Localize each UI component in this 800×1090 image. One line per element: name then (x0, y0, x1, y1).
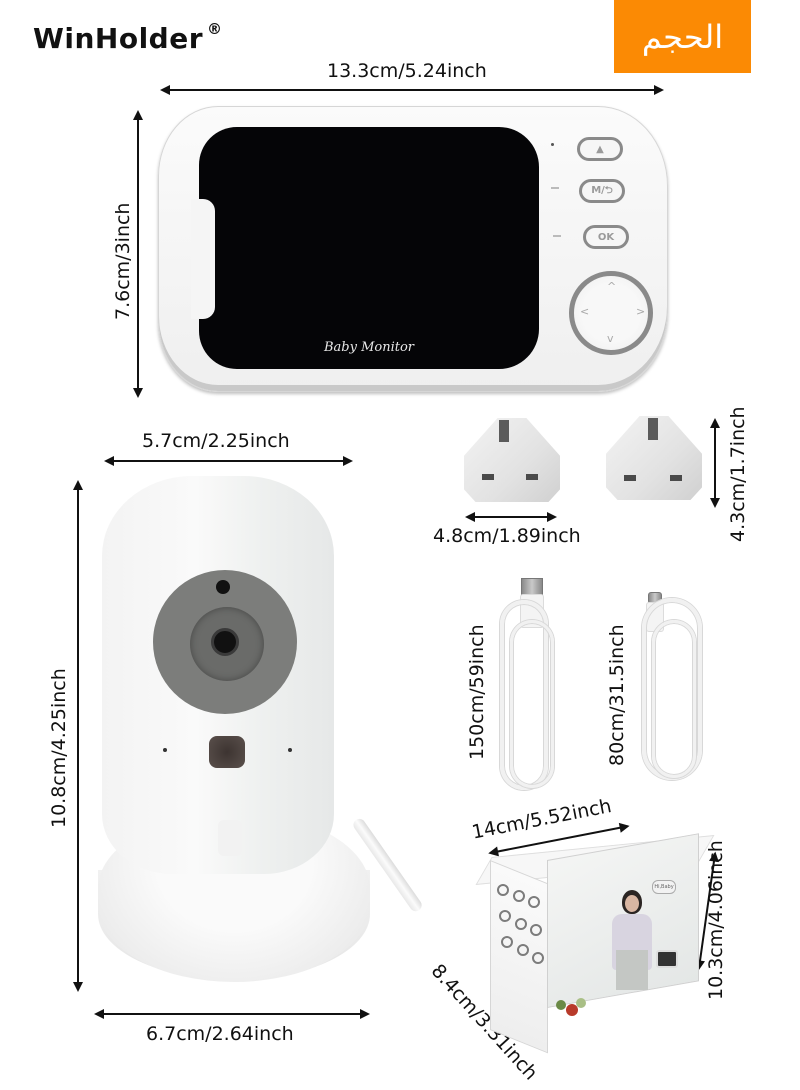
usb-a-cable (500, 600, 548, 790)
adapter-height-label: 4.3cm/1.7inch (727, 406, 749, 542)
camera-width-label: 5.7cm/2.25inch (142, 430, 290, 452)
power-led (553, 235, 561, 237)
feature-icon (501, 936, 513, 948)
up-arrow-icon[interactable]: ^ (607, 280, 617, 293)
adapter-1-pin-right (526, 474, 538, 480)
adapter-width-arrow (465, 512, 557, 522)
camera-lens-icon (211, 628, 239, 656)
greens-image (556, 1000, 566, 1010)
monitor-height-label: 7.6cm/3inch (112, 202, 134, 320)
menu-back-label: M/⮌ (591, 184, 613, 196)
camera-neck (218, 820, 242, 856)
tomato-image (566, 1004, 578, 1016)
woman-face (625, 895, 639, 912)
ir-sensor (216, 580, 230, 594)
feature-icon (528, 896, 540, 908)
adapter-2-pin-right (670, 475, 682, 481)
adapter-1-earth-pin (499, 420, 509, 442)
woman-apron (616, 950, 648, 990)
adapter-2-earth-pin (648, 418, 658, 440)
box-monitor-image (656, 950, 678, 968)
usb-c-cable-loop (652, 620, 696, 778)
camera-width-arrow (104, 456, 353, 466)
left-arrow-icon[interactable]: < (580, 305, 590, 318)
status-led (551, 187, 559, 189)
box-length-label: 14cm/5.52inch (470, 794, 614, 844)
registered-mark: ® (207, 20, 223, 38)
brand-name: WinHolder (33, 22, 204, 55)
box-photo-woman (608, 890, 656, 1000)
mic-pin-right (288, 748, 292, 752)
menu-back-button[interactable]: M/⮌ (579, 179, 625, 203)
screen-label: Baby Monitor (323, 340, 415, 355)
feature-icon (499, 910, 511, 922)
dpad[interactable]: ^ v < > (569, 271, 653, 355)
adapter-height-arrow (710, 418, 720, 508)
microphone-icon: ▲ (596, 143, 604, 155)
brand-logo: WinHolder® (33, 20, 223, 55)
usb-c-cable (642, 598, 702, 780)
size-badge: الحجم (614, 0, 751, 73)
talk-button[interactable]: ▲ (577, 137, 623, 161)
feature-icon (497, 884, 509, 896)
monitor-height-arrow (133, 110, 143, 398)
adapter-1-pin-left (482, 474, 494, 480)
cabbage-image (576, 998, 586, 1008)
adapter-2-pin-left (624, 475, 636, 481)
right-arrow-icon[interactable]: > (636, 305, 646, 318)
speech-bubble: Hi,Baby (652, 880, 676, 894)
base-width-label: 6.7cm/2.64inch (146, 1023, 294, 1045)
size-badge-label: الحجم (641, 17, 724, 56)
speaker-grille (209, 736, 245, 768)
down-arrow-icon[interactable]: v (607, 332, 614, 345)
adapter-width-label: 4.8cm/1.89inch (433, 525, 581, 547)
cable-2-length-label: 80cm/31.5inch (606, 624, 628, 766)
feature-icon (532, 952, 544, 964)
feature-icon (517, 944, 529, 956)
monitor-width-label: 13.3cm/5.24inch (327, 60, 487, 82)
ok-label: OK (597, 231, 615, 243)
usb-a-cable-loop (510, 620, 554, 788)
camera-height-label: 10.8cm/4.25inch (48, 668, 70, 828)
box-height-label: 10.3cm/4.06inch (705, 840, 727, 1000)
monitor-width-arrow (160, 85, 664, 95)
camera-height-arrow (73, 480, 83, 992)
ok-button[interactable]: OK (583, 225, 629, 249)
feature-icon (530, 924, 542, 936)
feature-icon (515, 918, 527, 930)
base-width-arrow (94, 1009, 370, 1019)
monitor-screen: Baby Monitor (191, 127, 539, 369)
feature-icon (513, 890, 525, 902)
cable-1-length-label: 150cm/59inch (466, 624, 488, 760)
screen-notch (191, 199, 215, 319)
mic-hole (551, 143, 554, 146)
parent-monitor: Baby Monitor ▲ M/⮌ OK ^ v < > (158, 106, 668, 392)
mic-pin-left (163, 748, 167, 752)
power-adapter-1 (464, 418, 560, 502)
